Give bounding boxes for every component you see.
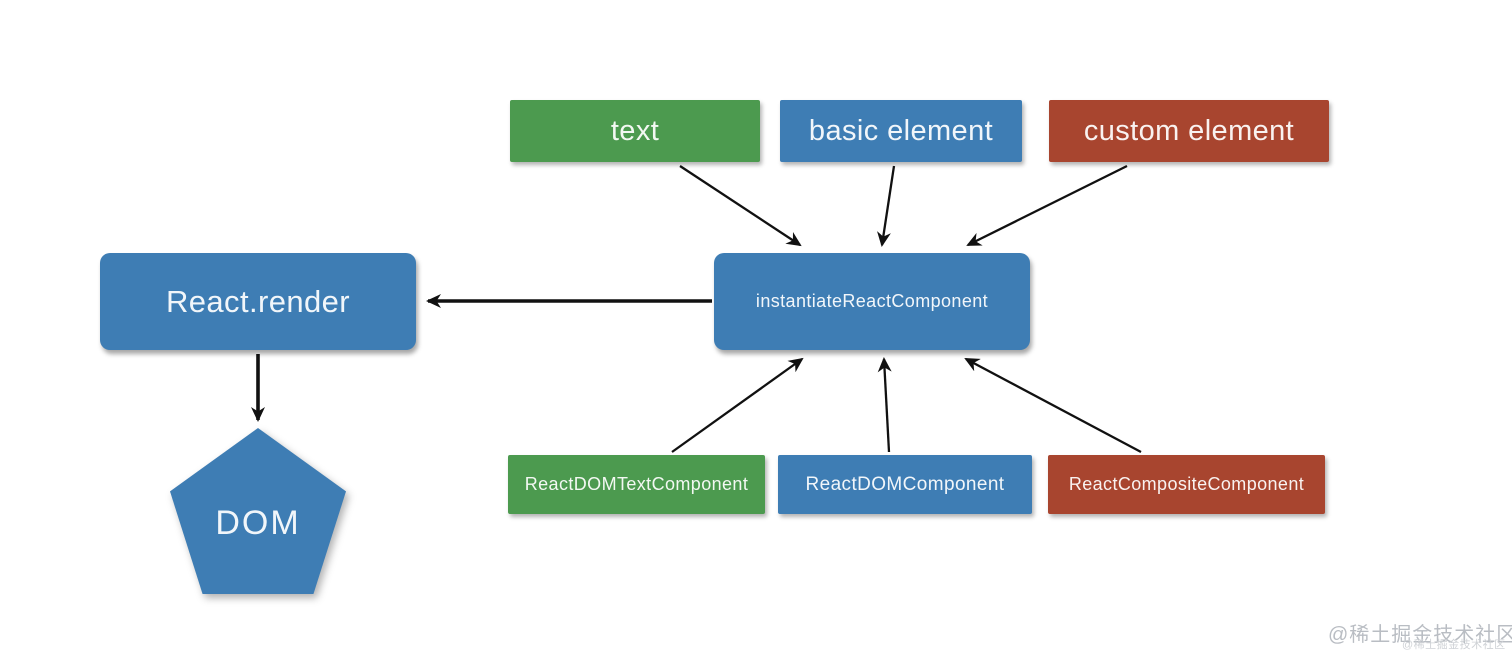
- node-instantiate-react-component: instantiateReactComponent: [714, 253, 1030, 350]
- edge-custom-to-instantiate: [966, 164, 1128, 247]
- edge-reactcomposite-to-instantiate: [964, 357, 1142, 454]
- node-basic-element: basic element: [780, 100, 1022, 162]
- node-react-dom-text-label: ReactDOMTextComponent: [524, 474, 749, 494]
- node-basic-element-label: basic element: [808, 114, 994, 147]
- node-text: text: [510, 100, 760, 162]
- node-react-composite-label: ReactCompositeComponent: [1068, 474, 1305, 494]
- node-react-render-label: React.render: [165, 283, 350, 319]
- node-custom-element-label: custom element: [1083, 114, 1295, 147]
- node-react-composite-component: ReactCompositeComponent: [1048, 455, 1325, 514]
- node-dom-pentagon: DOM: [170, 428, 346, 594]
- node-text-label: text: [610, 114, 660, 147]
- node-react-dom-label: ReactDOMComponent: [805, 473, 1005, 495]
- watermark-text-faint: @稀土掘金技术社区: [1402, 639, 1506, 651]
- watermark-text: @稀土掘金技术社区: [1328, 624, 1512, 646]
- edge-text-to-instantiate: [679, 165, 802, 247]
- node-custom-element: custom element: [1049, 100, 1329, 162]
- edge-reactdomtext-to-instantiate: [671, 357, 804, 453]
- node-react-dom-text-component: ReactDOMTextComponent: [508, 455, 765, 514]
- node-react-dom-component: ReactDOMComponent: [778, 455, 1032, 514]
- edge-basic-to-instantiate: [877, 165, 896, 247]
- node-dom-label: DOM: [215, 503, 301, 542]
- node-react-render: React.render: [100, 253, 416, 350]
- edge-reactdom-to-instantiate: [877, 357, 892, 453]
- node-dom-wrapper: DOM: [170, 428, 346, 594]
- node-instantiate-label: instantiateReactComponent: [755, 291, 989, 311]
